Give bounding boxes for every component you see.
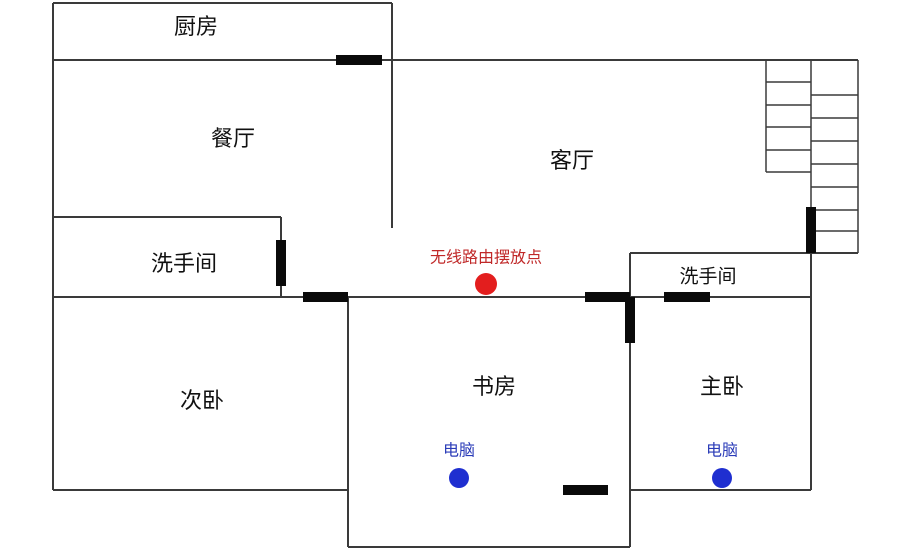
router-location-label: 无线路由摆放点 bbox=[430, 248, 542, 267]
door-study-top bbox=[585, 292, 630, 302]
door-bathroom-right bbox=[664, 292, 710, 302]
room-labels: 厨房 餐厅 客厅 洗手间 洗手间 次卧 书房 主卧 bbox=[151, 15, 744, 414]
room-label-living: 客厅 bbox=[550, 149, 594, 174]
room-label-kitchen: 厨房 bbox=[174, 15, 218, 40]
door-study-right bbox=[625, 297, 635, 343]
door-bathroom-left bbox=[276, 240, 286, 286]
computer-label-study: 电脑 bbox=[443, 441, 475, 460]
staircase bbox=[765, 60, 859, 253]
router-location-marker bbox=[475, 273, 497, 295]
door-stairs bbox=[806, 207, 816, 253]
door-second-bedroom bbox=[303, 292, 348, 302]
room-label-dining: 餐厅 bbox=[211, 127, 255, 152]
room-label-master-bedroom: 主卧 bbox=[700, 375, 744, 400]
door-kitchen bbox=[336, 55, 382, 65]
computer-label-master: 电脑 bbox=[706, 441, 738, 460]
room-label-bathroom-right: 洗手间 bbox=[679, 266, 736, 288]
room-label-second-bedroom: 次卧 bbox=[180, 389, 224, 414]
room-label-bathroom-left: 洗手间 bbox=[151, 252, 217, 277]
computer-marker-study bbox=[449, 468, 469, 488]
computer-marker-master bbox=[712, 468, 732, 488]
room-label-study: 书房 bbox=[472, 375, 516, 400]
markers: 无线路由摆放点 电脑 电脑 bbox=[430, 248, 738, 488]
doors bbox=[276, 55, 816, 495]
door-master-bedroom bbox=[563, 485, 608, 495]
